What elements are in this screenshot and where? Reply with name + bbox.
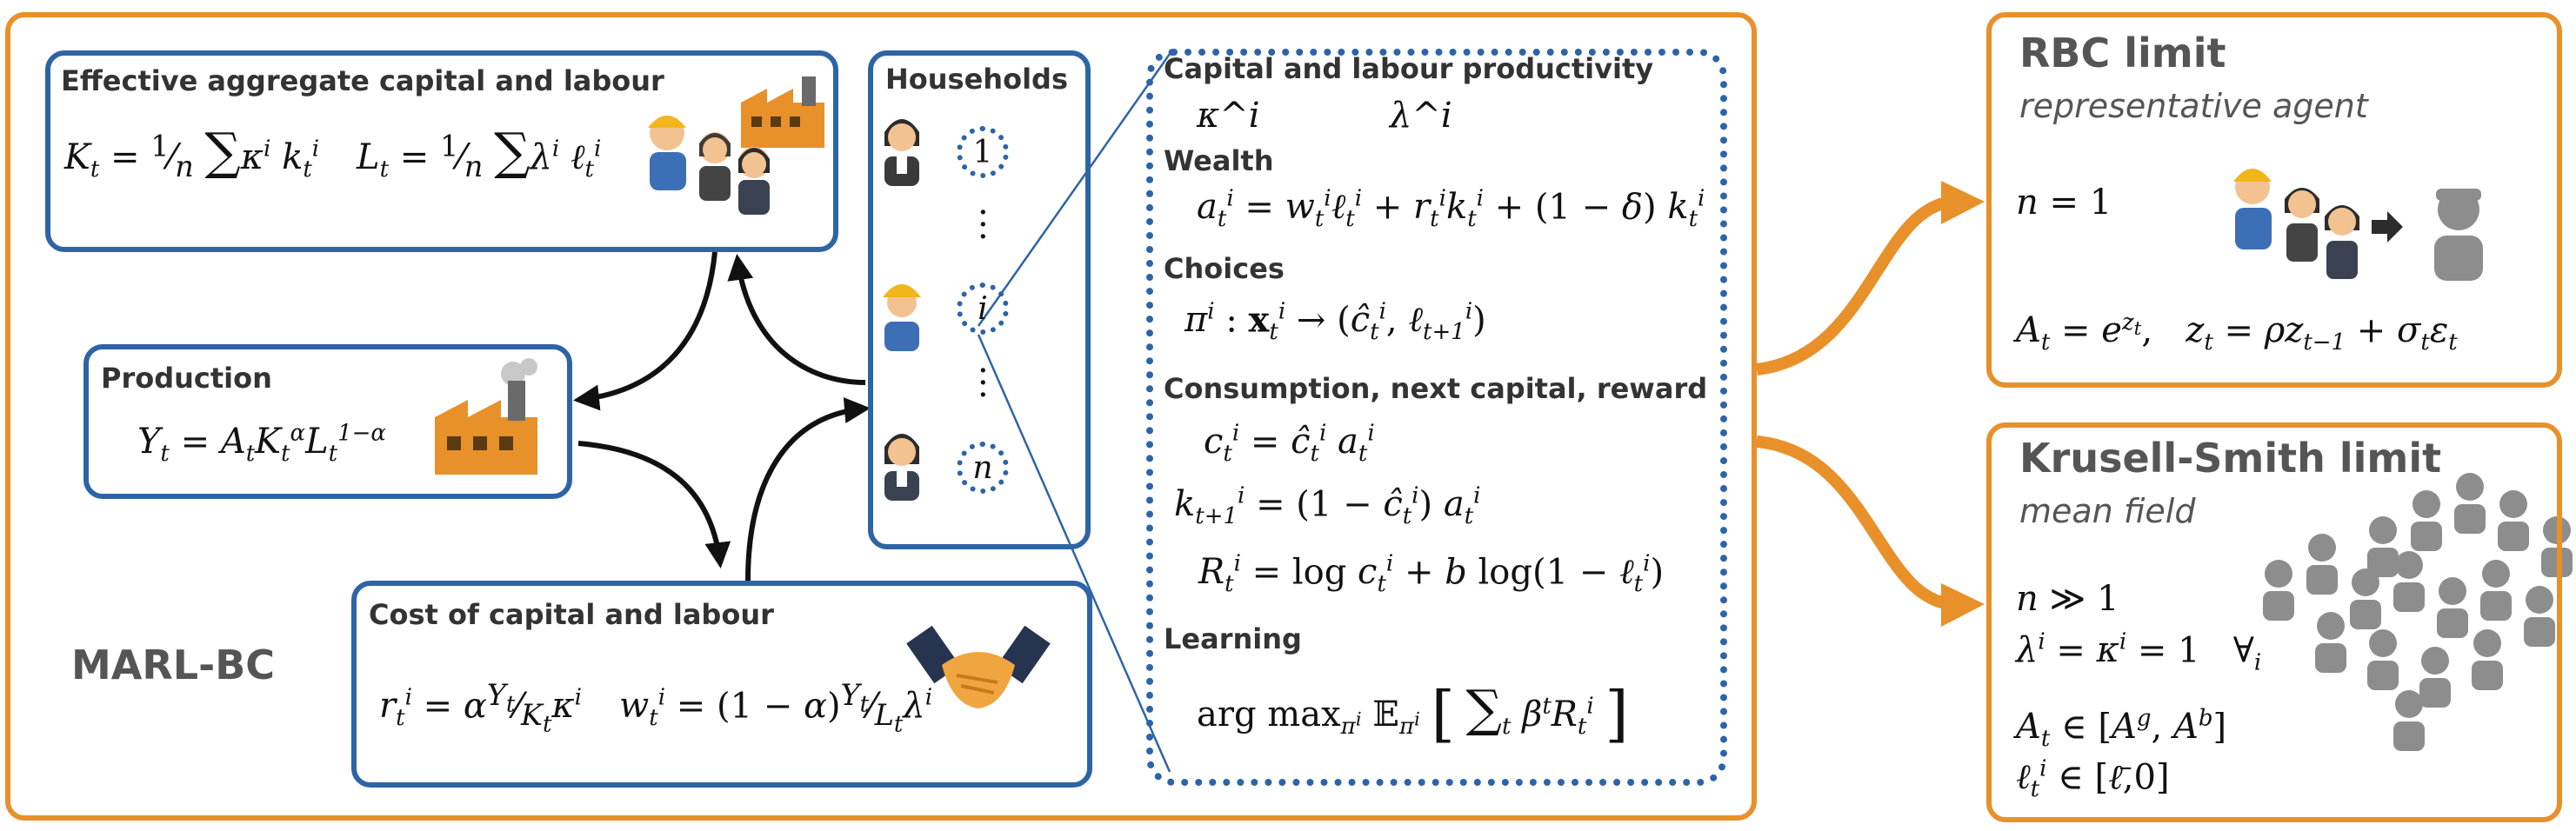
production-box [83, 344, 572, 499]
reward-equation: Rti = log cti + b log(1 − ℓti) [1198, 551, 1665, 598]
ks-productivity-equation: λi = κi = 1 ∀i [2016, 629, 2262, 676]
rbc-limit-box [1986, 12, 2562, 388]
rbc-tfp-equation: At = ezt, zt = ρzt−1 + σtεt [2016, 309, 2458, 356]
learning-objective: arg maxπi 𝔼πi [ ∑t βtRti ] [1197, 678, 1629, 749]
marl-bc-frame [5, 12, 1757, 821]
productivity-heading: Capital and labour productivity [1164, 52, 1654, 85]
consumption-equation: cti = ĉti ati [1204, 421, 1375, 468]
households-heading: Households [885, 63, 1068, 96]
arrow-to-ks-limit [1756, 435, 1953, 610]
ks-labour-equation: ℓti ∈ [ℓ̄,0] [2016, 756, 2170, 803]
rbc-limit-subtitle: representative agent [2019, 87, 2368, 125]
consumption-heading: Consumption, next capital, reward [1164, 372, 1708, 405]
ks-limit-subtitle: mean field [2019, 492, 2196, 530]
cost-box [351, 581, 1092, 788]
worker-group-icon [648, 116, 770, 215]
arrow-households-to-effective [727, 254, 866, 385]
mean-field-crowd-icon [2263, 473, 2573, 751]
vdots-upper: ··· [978, 193, 989, 257]
arrow-effective-to-production [573, 251, 717, 411]
productivity-kappa: κ^i [1197, 96, 1260, 136]
capital-rate-equation: rti = αYt⁄Ktκi [379, 678, 582, 738]
next-capital-equation: kt+1i = (1 − ĉti) ati [1174, 483, 1481, 530]
ks-tfp-equation: At ∈ [Ag, Ab] [2016, 706, 2227, 753]
factory-icon [741, 76, 824, 148]
households-box [868, 50, 1091, 549]
effective-aggregate-box [45, 50, 838, 252]
arrow-to-rbc-limit [1756, 196, 1954, 376]
production-equation: Yt = AtKtαLt1−α [137, 421, 386, 468]
choices-heading: Choices [1164, 252, 1285, 285]
rbc-agents-icon [2233, 169, 2403, 279]
production-factory-icon [435, 358, 537, 475]
arrow-head-ks [1941, 583, 1985, 627]
arrow-cost-to-households [745, 397, 871, 582]
ks-n-equation: n ≫ 1 [2016, 579, 2119, 619]
production-heading: Production [101, 362, 272, 395]
rbc-limit-title: RBC limit [2019, 30, 2226, 76]
cost-heading: Cost of capital and labour [369, 598, 774, 631]
effective-aggregate-heading: Effective aggregate capital and labour [61, 64, 664, 97]
capital-aggregate-equation: Kt = 1⁄n ∑κi kti [64, 122, 320, 183]
marl-bc-label: MARL-BC [71, 642, 276, 688]
rbc-n-equation: n = 1 [2016, 183, 2112, 223]
ks-limit-box [1986, 422, 2562, 822]
productivity-lambda: λ^i [1390, 96, 1452, 136]
zoom-line-top [977, 53, 1171, 327]
representative-agent-icon [2434, 189, 2483, 281]
labour-aggregate-equation: Lt = 1⁄n ∑λi ℓti [357, 122, 602, 183]
arrow-production-to-cost [577, 441, 731, 568]
arrow-head-rbc [1941, 181, 1985, 224]
ks-limit-title: Krusell-Smith limit [2019, 435, 2442, 482]
household-avatar-i [883, 284, 921, 351]
vdots-lower: ··· [978, 351, 989, 416]
wealth-equation: ati = wtiℓti + rtikti + (1 − δ) kti [1197, 186, 1705, 233]
zoom-line-bottom [977, 334, 1171, 773]
policy-equation: πi : xti → (ĉti, ℓt+1i) [1185, 299, 1486, 346]
wage-rate-equation: wti = (1 − α)Yt⁄Ltλi [619, 678, 933, 738]
household-avatar-1 [884, 119, 919, 186]
wealth-heading: Wealth [1164, 144, 1274, 177]
handshake-icon [906, 625, 1051, 708]
household-avatar-n [884, 434, 919, 501]
learning-heading: Learning [1164, 622, 1302, 655]
household-i-marker[interactable]: i [957, 283, 1009, 335]
household-n-marker[interactable]: n [957, 442, 1009, 494]
household-1-marker[interactable]: 1 [957, 126, 1009, 178]
household-detail-box [1146, 49, 1727, 786]
